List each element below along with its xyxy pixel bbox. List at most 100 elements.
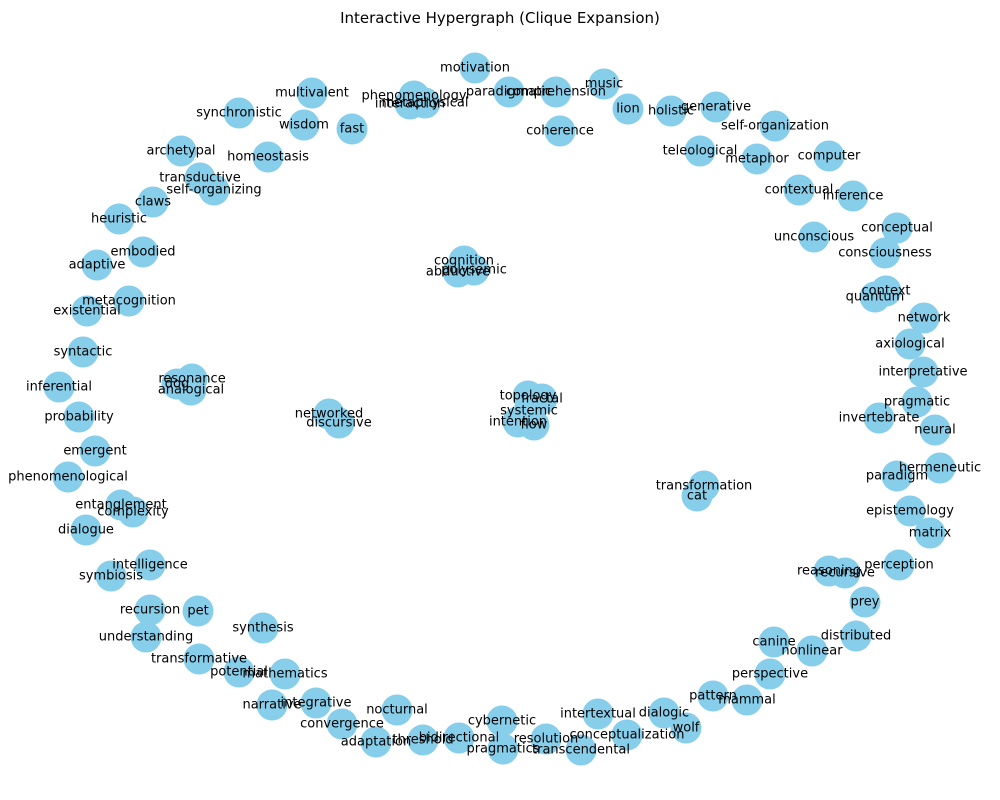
node-flow[interactable] bbox=[518, 409, 550, 441]
node-syntactic[interactable] bbox=[67, 336, 99, 368]
node-synthesis[interactable] bbox=[247, 612, 279, 644]
node-pragmatics[interactable] bbox=[487, 733, 519, 765]
node-label-distributed: distributed bbox=[821, 629, 892, 644]
node-intertextual[interactable] bbox=[582, 698, 614, 730]
node-synchronistic[interactable] bbox=[223, 97, 255, 129]
node-heuristic[interactable] bbox=[103, 203, 135, 235]
node-quantum[interactable] bbox=[859, 281, 891, 313]
node-transformative[interactable] bbox=[183, 643, 215, 675]
node-paradigmatic[interactable] bbox=[493, 76, 525, 108]
node-invertebrate[interactable] bbox=[863, 402, 895, 434]
node-symbiosis[interactable] bbox=[95, 560, 127, 592]
node-multivalent[interactable] bbox=[296, 77, 328, 109]
node-label-polysemic: polysemic bbox=[441, 263, 507, 278]
node-wisdom[interactable] bbox=[288, 109, 320, 141]
node-existential[interactable] bbox=[71, 295, 103, 327]
node-abductive[interactable] bbox=[442, 256, 474, 288]
node-epistemology[interactable] bbox=[894, 495, 926, 527]
node-homeostasis[interactable] bbox=[252, 141, 284, 173]
node-archetypal[interactable] bbox=[165, 135, 197, 167]
node-emergent[interactable] bbox=[79, 435, 111, 467]
node-nocturnal[interactable] bbox=[381, 694, 413, 726]
node-understanding[interactable] bbox=[130, 621, 162, 653]
node-inferential[interactable] bbox=[43, 371, 75, 403]
node-teleological[interactable] bbox=[684, 135, 716, 167]
node-label-entanglement: entanglement bbox=[75, 498, 166, 513]
node-label-resolution: resolution bbox=[514, 732, 579, 747]
node-recursive[interactable] bbox=[829, 557, 861, 589]
node-holistic[interactable] bbox=[655, 95, 687, 127]
node-adaptation[interactable] bbox=[360, 726, 392, 758]
node-self-organizing[interactable] bbox=[198, 174, 230, 206]
node-metaphor[interactable] bbox=[741, 143, 773, 175]
node-interaction[interactable] bbox=[394, 88, 426, 120]
node-generative[interactable] bbox=[700, 91, 732, 123]
node-canine[interactable] bbox=[758, 626, 790, 658]
node-self-organization[interactable] bbox=[759, 110, 791, 142]
node-contextual[interactable] bbox=[783, 174, 815, 206]
node-label-paradigmatic: paradigmatic bbox=[466, 85, 552, 100]
node-convergence[interactable] bbox=[326, 708, 358, 740]
node-analogical[interactable] bbox=[175, 374, 207, 406]
node-mammal[interactable] bbox=[731, 684, 763, 716]
node-label-bidirectional: bidirectional bbox=[419, 731, 499, 746]
node-conceptual[interactable] bbox=[881, 212, 913, 244]
node-cat[interactable] bbox=[681, 480, 713, 512]
node-pragmatic[interactable] bbox=[901, 386, 933, 418]
node-label-phenomenological: phenomenological bbox=[8, 470, 128, 485]
node-threshold[interactable] bbox=[407, 724, 439, 756]
node-label-narrative: narrative bbox=[242, 698, 301, 713]
node-matrix[interactable] bbox=[914, 517, 946, 549]
node-pet[interactable] bbox=[182, 595, 214, 627]
node-coherence[interactable] bbox=[544, 115, 576, 147]
node-interpretative[interactable] bbox=[907, 356, 939, 388]
node-recursion[interactable] bbox=[134, 594, 166, 626]
node-consciousness[interactable] bbox=[869, 237, 901, 269]
node-prey[interactable] bbox=[849, 586, 881, 618]
node-mathematics[interactable] bbox=[269, 658, 301, 690]
node-phenomenological[interactable] bbox=[52, 461, 84, 493]
node-potential[interactable] bbox=[223, 656, 255, 688]
node-perspective[interactable] bbox=[754, 658, 786, 690]
node-transcendental[interactable] bbox=[565, 734, 597, 766]
node-perception[interactable] bbox=[883, 549, 915, 581]
node-dialogic[interactable] bbox=[648, 697, 680, 729]
node-music[interactable] bbox=[588, 68, 620, 100]
node-conceptualization[interactable] bbox=[611, 719, 643, 751]
node-bidirectional[interactable] bbox=[443, 722, 475, 754]
node-pattern[interactable] bbox=[697, 680, 729, 712]
node-motivation[interactable] bbox=[459, 52, 491, 84]
node-distributed[interactable] bbox=[840, 620, 872, 652]
node-inference[interactable] bbox=[837, 180, 869, 212]
node-embodied[interactable] bbox=[127, 236, 159, 268]
node-neural[interactable] bbox=[919, 414, 951, 446]
node-label-multivalent: multivalent bbox=[275, 86, 349, 101]
node-adaptive[interactable] bbox=[81, 249, 113, 281]
node-resolution[interactable] bbox=[530, 723, 562, 755]
node-label-mathematics: mathematics bbox=[242, 667, 327, 682]
node-intelligence[interactable] bbox=[134, 549, 166, 581]
node-axiological[interactable] bbox=[894, 328, 926, 360]
node-wolf[interactable] bbox=[670, 712, 702, 744]
node-label-transductive: transductive bbox=[159, 171, 240, 186]
node-probability[interactable] bbox=[63, 401, 95, 433]
node-computer[interactable] bbox=[813, 140, 845, 172]
node-nonlinear[interactable] bbox=[796, 635, 828, 667]
node-unconscious[interactable] bbox=[798, 221, 830, 253]
node-metacognition[interactable] bbox=[113, 285, 145, 317]
node-lion[interactable] bbox=[612, 93, 644, 125]
node-discursive[interactable] bbox=[323, 407, 355, 439]
node-cybernetic[interactable] bbox=[486, 705, 518, 737]
node-dialogue[interactable] bbox=[70, 514, 102, 546]
node-comprehension[interactable] bbox=[540, 76, 572, 108]
node-complexity[interactable] bbox=[117, 496, 149, 528]
node-paradigm[interactable] bbox=[881, 460, 913, 492]
node-narrative[interactable] bbox=[256, 689, 288, 721]
node-hermeneutic[interactable] bbox=[924, 452, 956, 484]
node-label-emergent: emergent bbox=[63, 444, 126, 459]
node-fast[interactable] bbox=[336, 113, 368, 145]
node-integrative[interactable] bbox=[300, 687, 332, 719]
node-network[interactable] bbox=[908, 302, 940, 334]
node-claws[interactable] bbox=[137, 186, 169, 218]
